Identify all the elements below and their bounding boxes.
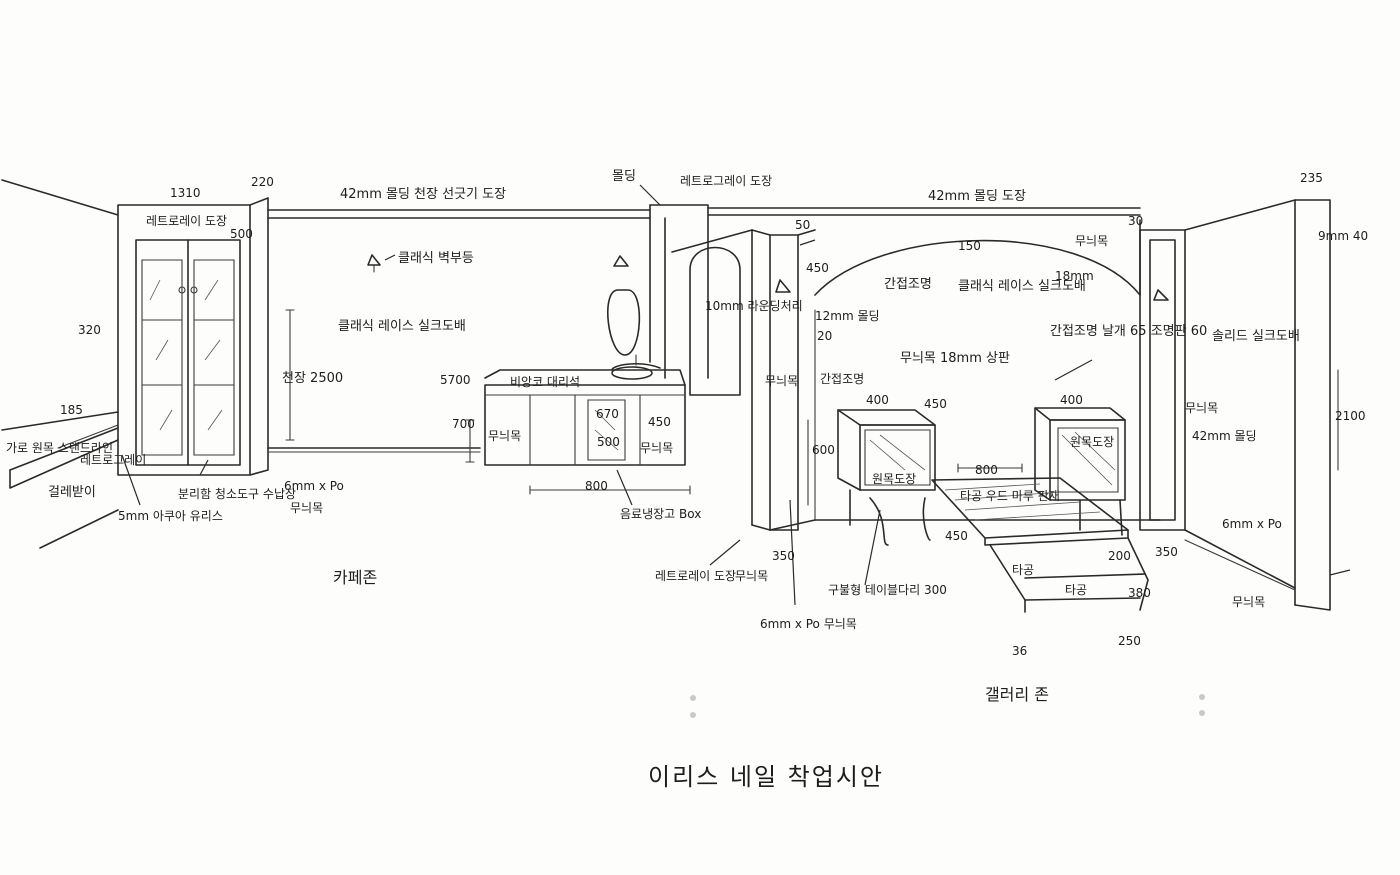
pointer-lines bbox=[121, 359, 1351, 606]
dim-cab-side: 500 bbox=[230, 227, 253, 241]
dim-col-450: 450 bbox=[806, 261, 829, 275]
dim-right-h: 2100 bbox=[1335, 409, 1366, 423]
gallery-column-left bbox=[751, 229, 816, 531]
note-wood-right: 무늬목 bbox=[1075, 234, 1108, 248]
dim-col-bottom: 350 bbox=[772, 549, 795, 563]
note-vanity-top: 비앙코 대리석 bbox=[510, 375, 580, 389]
dim-bench-m: 36 bbox=[1012, 644, 1027, 658]
note-indirect-detail: 간접조명 날개 65 조명판 60 bbox=[1050, 324, 1207, 339]
center-pillar bbox=[639, 184, 709, 379]
dim-vanity-w: 800 bbox=[585, 479, 608, 493]
dim-table-c: 400 bbox=[1060, 393, 1083, 407]
left-wall bbox=[1, 179, 119, 549]
note-molding-col: 12mm 몰딩 bbox=[815, 309, 880, 323]
note-wallpaper-right: 클래식 레이스 실크도배 bbox=[958, 279, 1086, 294]
note-indirect-light: 간접조명 bbox=[884, 277, 932, 292]
note-vanity-wood2: 무늬목 bbox=[640, 441, 673, 455]
note-molding-left: 42mm 몰딩 천장 선긋기 도장 bbox=[340, 187, 506, 202]
dim-col-600: 600 bbox=[812, 443, 835, 457]
side-table-right bbox=[1034, 407, 1126, 536]
dim-vanity-mid: 500 bbox=[597, 435, 620, 449]
note-6mm-right: 6mm x Po bbox=[1222, 517, 1282, 531]
dim-table-a: 400 bbox=[866, 393, 889, 407]
dim-cab-depth: 220 bbox=[251, 175, 274, 189]
note-glass: 5mm 아쿠아 유리스 bbox=[118, 509, 223, 523]
dim-vanity-h: 700 bbox=[452, 417, 475, 431]
dim-table-b: 450 bbox=[924, 397, 947, 411]
note-table-paint: 원목도장 bbox=[872, 472, 916, 486]
note-molding-right-2: 42mm 몰딩 bbox=[1192, 429, 1257, 443]
note-left-wall: 가로 원목 스탠드라인 bbox=[6, 441, 113, 455]
dim-arch-r: 18mm bbox=[1055, 269, 1094, 283]
dim-vanity-d: 670 bbox=[596, 407, 619, 421]
dim-bench-d: 200 bbox=[1108, 549, 1131, 563]
note-col-6mm: 6mm x Po 무늬목 bbox=[760, 617, 857, 631]
note-6mm-left: 6mm x Po bbox=[284, 479, 344, 493]
note-bench-side: 타공 bbox=[1012, 563, 1034, 577]
room-label-gallery: 갤러리 존 bbox=[985, 685, 1049, 704]
dim-right-panel: 9mm 40 bbox=[1318, 229, 1368, 243]
dim-sink: 5700 bbox=[440, 373, 471, 387]
note-wood-18: 무늬목 18mm 상판 bbox=[900, 351, 1010, 366]
note-pillar-paint: 레트로그레이 도장 bbox=[680, 174, 772, 188]
note-wood-right-3: 무늬목 bbox=[1232, 595, 1265, 609]
dim-arch-w: 150 bbox=[958, 239, 981, 253]
note-molding-right: 42mm 몰딩 도장 bbox=[928, 189, 1026, 204]
dim-right-w: 235 bbox=[1300, 171, 1323, 185]
side-table-left bbox=[837, 409, 936, 546]
note-col-paint: 레트로레이 도장 bbox=[655, 569, 736, 583]
note-6mm-left-2: 무늬목 bbox=[290, 501, 323, 515]
dim-right-350: 350 bbox=[1155, 545, 1178, 559]
note-vanity-wood: 무늬목 bbox=[488, 429, 521, 443]
note-solid: 솔리드 실크도배 bbox=[1212, 329, 1300, 344]
note-col-wood-2: 무늬목 bbox=[735, 569, 768, 583]
dim-col-top: 50 bbox=[795, 218, 810, 232]
dim-bench-l: 450 bbox=[945, 529, 968, 543]
dim-ledge: 185 bbox=[60, 403, 83, 417]
floor-lines bbox=[769, 519, 1296, 591]
note-storage: 분리함 청소도구 수납장 bbox=[178, 487, 296, 501]
gallery-column-right bbox=[1139, 199, 1339, 611]
note-molding-top: 몰딩 bbox=[612, 169, 636, 184]
bench bbox=[931, 463, 1149, 613]
dim-ceiling: 천장 2500 bbox=[282, 371, 343, 386]
note-bench-side-2: 타공 bbox=[1065, 583, 1087, 597]
dim-col-20: 20 bbox=[817, 329, 832, 343]
note-wood-right-2: 무늬목 bbox=[1185, 401, 1218, 415]
dim-cab-height: 320 bbox=[78, 323, 101, 337]
drawing-title: 이리스 네일 착업시안 bbox=[648, 763, 884, 791]
note-baseboard: 걸레받이 bbox=[48, 485, 96, 500]
left-wall-molding bbox=[267, 209, 651, 453]
note-lamp-left: 클래식 벽부등 bbox=[398, 251, 474, 266]
note-col-wood: 무늬목 bbox=[765, 374, 798, 388]
note-arch: 10mm 라운딩처리 bbox=[705, 299, 803, 313]
dim-vanity-r: 450 bbox=[648, 415, 671, 429]
note-cab-paint: 레트로레이 도장 bbox=[146, 214, 227, 228]
vanity bbox=[465, 255, 691, 495]
dim-cab-width: 1310 bbox=[170, 186, 201, 200]
room-label-cafe: 카페존 bbox=[333, 568, 377, 587]
dim-bench-h: 380 bbox=[1128, 586, 1151, 600]
note-fridge: 음료냉장고 Box bbox=[620, 507, 701, 521]
paper-marks bbox=[690, 694, 1205, 718]
note-table-paint-2: 원목도장 bbox=[1070, 435, 1114, 449]
dim-bench-r: 250 bbox=[1118, 634, 1141, 648]
wall-lamp-left bbox=[367, 254, 396, 273]
note-left-board: 레트로그레이 bbox=[80, 453, 146, 467]
note-bench-top: 타공 우드 마루 판재 bbox=[960, 489, 1060, 503]
dim-right-col: 30 bbox=[1128, 214, 1143, 228]
note-wallpaper-left: 클래식 레이스 실크도배 bbox=[338, 319, 466, 334]
display-cabinet bbox=[117, 197, 269, 476]
dim-bench-w: 800 bbox=[975, 463, 998, 477]
note-table-legs: 구불형 테이블다리 300 bbox=[828, 583, 947, 597]
note-indirect-light-2: 간접조명 bbox=[820, 372, 864, 386]
